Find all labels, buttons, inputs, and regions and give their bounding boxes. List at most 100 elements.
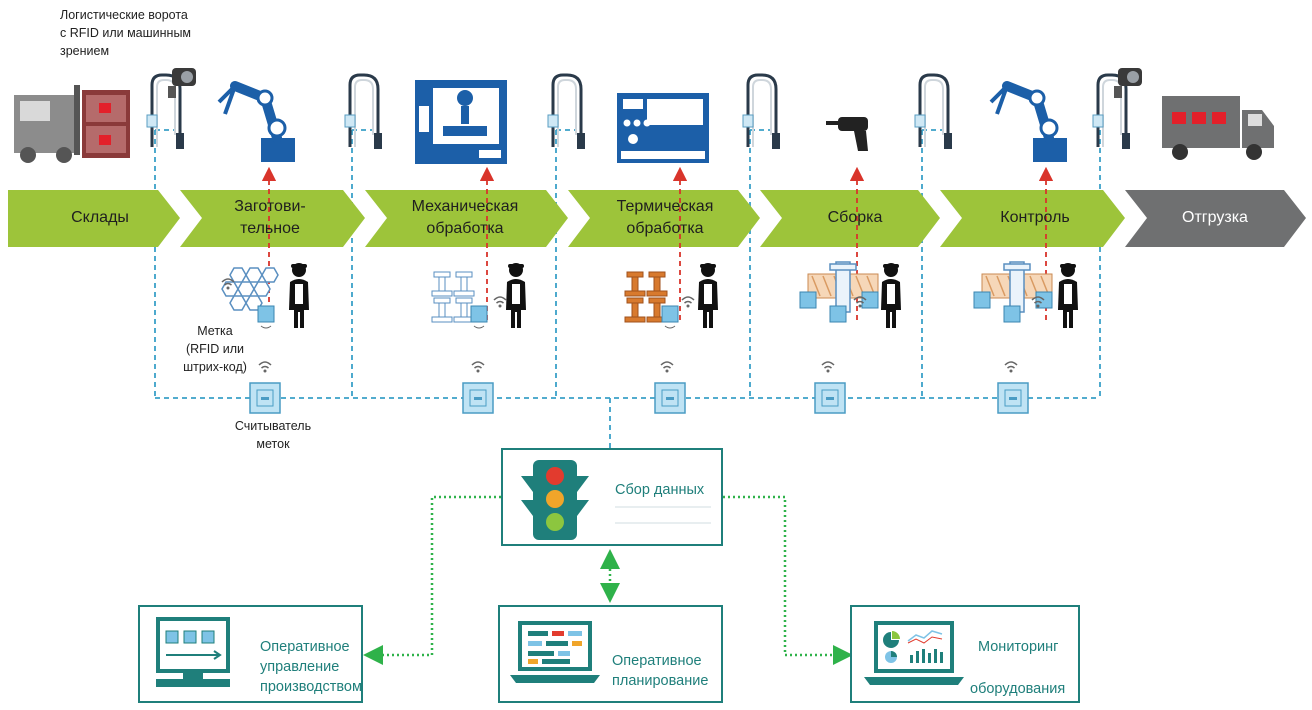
milling-machine-icon — [415, 80, 507, 164]
reader-icon — [462, 382, 494, 414]
workpiece-shaft — [460, 302, 468, 318]
stage-label-warehouses: Склады — [40, 207, 160, 229]
process-chevron — [568, 190, 760, 247]
hex-cell — [229, 295, 247, 311]
hatch-line — [985, 275, 995, 297]
robot-joint — [1028, 89, 1046, 107]
stage-label-blanking: Заготови- тельное — [205, 196, 335, 240]
stage-label-line: Контроль — [1000, 209, 1070, 226]
reader-caption-line: Считыватель — [234, 419, 312, 433]
monitor-icon — [156, 617, 230, 687]
connector-to-management — [363, 495, 501, 665]
label-line: Оперативное — [260, 639, 350, 655]
spindle — [457, 90, 473, 106]
drill-icon — [826, 117, 868, 151]
stage-label-line: Сборка — [827, 209, 883, 226]
camera-mount — [168, 86, 176, 98]
workpiece-flange — [626, 297, 644, 304]
stage-label-line: тельное — [240, 220, 300, 237]
process-chevron — [8, 190, 180, 247]
tag-caption-line: Метка — [197, 324, 233, 338]
spindle-tool — [461, 106, 469, 124]
rfid-chip — [1212, 112, 1226, 124]
rfid-gate-icon — [913, 73, 954, 151]
label-line: планирование — [612, 673, 709, 689]
process-chevron — [365, 190, 568, 247]
tag-caption: Метка (RFID или штрих-код) — [175, 322, 255, 376]
label-line: Оперативное — [612, 653, 702, 669]
workpiece-shaft — [653, 276, 661, 292]
production-management-box: Оперативное управление производством — [138, 605, 363, 703]
hex-cell — [237, 281, 255, 297]
machine-table — [443, 126, 487, 136]
stage-label-machining: Механическая обработка — [390, 196, 540, 240]
tag-icon — [973, 291, 991, 309]
hex-cell — [245, 267, 263, 283]
camera-lens — [1127, 71, 1139, 83]
gate-caption-line: зрением — [60, 44, 110, 58]
stage-label-line: Заготови- — [234, 198, 306, 215]
tag-caption-line: (RFID или — [185, 342, 245, 356]
workpiece-shaft — [460, 276, 468, 292]
workpiece-shaft — [631, 276, 639, 292]
wifi-icon — [471, 361, 485, 374]
machine-panel — [419, 106, 429, 132]
workpiece-base — [624, 290, 646, 297]
robot-joint — [256, 89, 274, 107]
hex-cell — [261, 267, 279, 283]
furnace-slot — [621, 151, 705, 159]
gate-caption-line: с RFID или машинным — [60, 26, 192, 40]
rfid-chip — [99, 103, 111, 113]
forklift-icon — [14, 85, 130, 163]
camera-icon — [1114, 68, 1142, 98]
camera-lens — [181, 71, 193, 83]
worker-icon — [1058, 263, 1078, 328]
assembly-part-icon — [973, 261, 1053, 323]
forklift-wheel — [56, 147, 72, 163]
furnace-button — [643, 119, 651, 127]
reader-icon — [654, 382, 686, 414]
stage-label-inspection: Контроль — [970, 207, 1100, 229]
wifi-icon — [681, 296, 695, 309]
workpiece-base — [431, 316, 453, 323]
hatch-line — [996, 275, 1006, 297]
robot-arm-icon — [217, 81, 295, 162]
hex-cell — [253, 281, 271, 297]
rfid-gate-icon — [343, 73, 384, 151]
stage-label-line: обработка — [426, 220, 504, 237]
rfid-gate-icon — [546, 73, 587, 151]
robot-joint — [1039, 118, 1059, 138]
worker-icon — [506, 263, 526, 328]
assembly-cap — [1003, 263, 1031, 271]
workpiece-icon — [624, 271, 668, 323]
wifi-icon — [1004, 361, 1018, 374]
truck-wheel — [1172, 144, 1188, 160]
stage-label-line: Склады — [71, 209, 129, 226]
label-line: оборудования — [970, 681, 1066, 697]
label-line: Мониторинг — [978, 639, 1059, 655]
hex-blank-icon — [221, 267, 279, 311]
drill-handle — [854, 131, 868, 151]
machine-vent — [479, 150, 501, 158]
data-collection-label: Сбор данных — [615, 482, 705, 498]
reader-caption: Считыватель меток — [218, 417, 328, 453]
operational-planning-box: Оперативное планирование — [498, 605, 723, 703]
camera-mount — [1114, 86, 1122, 98]
robot-gripper — [989, 84, 1009, 115]
furnace-dial — [628, 134, 638, 144]
stage-label-heat-treatment: Термическая обработка — [590, 196, 740, 240]
stage-label-line: Механическая — [411, 198, 519, 215]
workpiece-base — [646, 290, 668, 297]
laptop-chart-icon — [864, 621, 964, 685]
production-management-label: Оперативное управление производством — [260, 637, 362, 697]
logistics-gate-caption: Логистические ворота с RFID или машинным… — [60, 6, 210, 60]
workpiece-shaft — [653, 302, 661, 318]
forklift-wheel — [20, 147, 36, 163]
workpiece-icon — [431, 271, 475, 323]
forklift-mast — [74, 85, 80, 155]
forklift-window — [20, 101, 50, 121]
reader-caption-line: меток — [256, 437, 290, 451]
monitoring-label-bottom: оборудования — [970, 679, 1065, 699]
furnace-display — [623, 99, 643, 109]
data-collection-box: Сбор данных — [501, 448, 723, 546]
